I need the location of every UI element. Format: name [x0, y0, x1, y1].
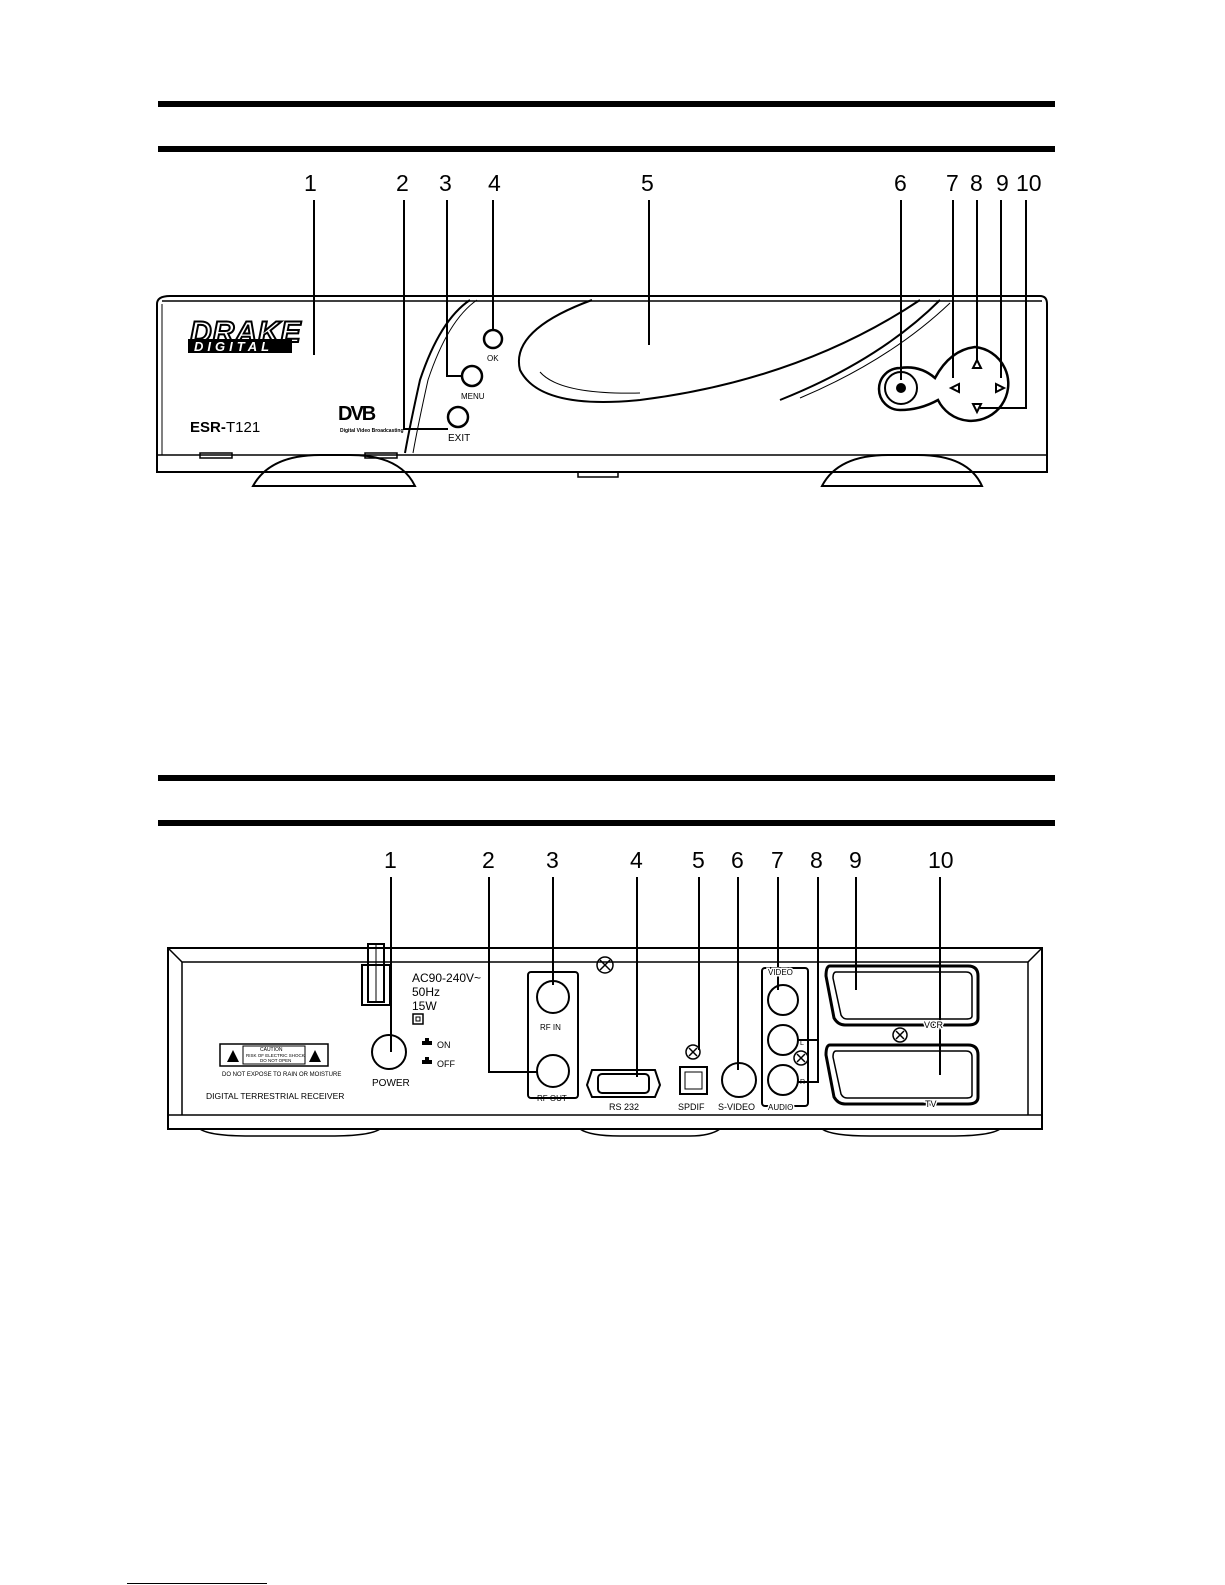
exit-label: EXIT — [448, 433, 470, 444]
nav-cluster-outline — [877, 345, 1010, 423]
rear-callout-4: 4 — [630, 847, 643, 873]
rear-callout-2: 2 — [482, 847, 495, 873]
arrow-left-icon[interactable] — [948, 382, 960, 394]
front-callout-6: 6 — [894, 170, 907, 196]
front-callout-1: 1 — [304, 170, 317, 196]
spdif-label: SPDIF — [678, 1102, 705, 1112]
rear-screw-spdif — [685, 1044, 701, 1060]
drake-digital-logo: DRAKE DIGITAL — [188, 315, 302, 354]
menu-label: MENU — [461, 392, 485, 401]
rear-section-rule-bottom — [158, 820, 1055, 826]
tv-label: TV — [925, 1099, 937, 1109]
power-spec-voltage: AC90-240V~ — [412, 971, 481, 985]
scart-tv-connector[interactable] — [824, 1043, 980, 1106]
power-button-icon — [896, 383, 906, 393]
front-left-panel-curve — [404, 299, 471, 454]
rear-section-rule-top — [158, 775, 1055, 781]
rf-out-connector[interactable] — [536, 1054, 570, 1088]
double-insulation-icon — [412, 1013, 424, 1025]
rear-screw-av — [793, 1050, 809, 1066]
display-window — [517, 299, 921, 403]
power-switch[interactable] — [371, 1034, 407, 1070]
front-foot-right — [820, 454, 984, 487]
rear-callout-10: 10 — [928, 847, 954, 873]
front-foot-left — [251, 454, 417, 487]
audio-label: AUDIO — [768, 1103, 793, 1112]
svg-text:DVB: DVB — [338, 403, 376, 425]
product-name: DIGITAL TERRESTRIAL RECEIVER — [206, 1091, 344, 1101]
rear-callout-3: 3 — [546, 847, 559, 873]
front-callout-3: 3 — [439, 170, 452, 196]
audio-r-connector[interactable] — [767, 1064, 799, 1096]
front-callout-4: 4 — [488, 170, 501, 196]
switch-on-label: ON — [437, 1040, 451, 1050]
svideo-connector[interactable] — [721, 1062, 757, 1098]
vcr-label: VCR — [924, 1020, 944, 1030]
rs232-connector[interactable] — [585, 1069, 662, 1098]
rear-callout-7: 7 — [771, 847, 784, 873]
audio-l-connector[interactable] — [767, 1024, 799, 1056]
arrow-up-icon[interactable] — [971, 357, 983, 369]
caution-label — [219, 1043, 329, 1067]
rf-in-label: RF IN — [540, 1023, 561, 1032]
rear-callout-5: 5 — [692, 847, 705, 873]
rs232-label: RS 232 — [609, 1102, 639, 1112]
rear-screw-scart — [892, 1027, 908, 1043]
audio-l-label: L — [800, 1040, 804, 1047]
front-callout-8: 8 — [970, 170, 983, 196]
spdif-connector[interactable] — [679, 1066, 708, 1095]
rear-screw-top — [596, 956, 614, 974]
rear-callout-8: 8 — [810, 847, 823, 873]
rain-warning: DO NOT EXPOSE TO RAIN OR MOISTURE — [222, 1072, 341, 1078]
front-callout-2: 2 — [396, 170, 409, 196]
rf-out-label: RF OUT — [537, 1094, 567, 1103]
exit-button[interactable] — [446, 405, 470, 429]
front-panel-body — [156, 295, 1048, 473]
brand-bottom: DIGITAL — [194, 339, 273, 354]
scart-vcr-connector[interactable] — [824, 964, 980, 1027]
caution-title: CAUTION — [260, 1047, 283, 1053]
power-button[interactable] — [884, 371, 918, 405]
audio-r-label: R — [800, 1079, 805, 1086]
model-prefix: ESR- — [190, 419, 226, 436]
caution-line2: DO NOT OPEN — [260, 1058, 291, 1063]
rear-callout-1: 1 — [384, 847, 397, 873]
power-spec-frequency: 50Hz — [412, 985, 440, 999]
front-section-rule-bottom — [158, 146, 1055, 152]
front-callout-9: 9 — [996, 170, 1009, 196]
video-connector[interactable] — [767, 984, 799, 1016]
front-callout-5: 5 — [641, 170, 654, 196]
power-spec-wattage: 15W — [412, 999, 437, 1013]
model-number: T121 — [226, 419, 260, 436]
arrow-down-icon[interactable] — [971, 403, 983, 415]
video-label: VIDEO — [768, 968, 793, 977]
front-section-rule-top — [158, 101, 1055, 107]
power-label: POWER — [372, 1078, 410, 1089]
caution-line1: RISK OF ELECTRIC SHOCK — [246, 1053, 305, 1058]
switch-off-label: OFF — [437, 1059, 455, 1069]
ok-label: OK — [487, 354, 499, 363]
front-callout-7: 7 — [946, 170, 959, 196]
menu-button[interactable] — [460, 364, 484, 388]
rear-panel-body — [167, 947, 1043, 1130]
front-callout-10: 10 — [1016, 170, 1042, 196]
footer-line — [127, 1583, 267, 1584]
arrow-right-icon[interactable] — [995, 382, 1007, 394]
rf-in-connector[interactable] — [536, 980, 570, 1014]
svideo-label: S-VIDEO — [718, 1102, 755, 1112]
rf-connector-panel — [527, 971, 579, 1099]
dvb-logo: DVB Digital Video Broadcasting — [338, 403, 404, 434]
svg-text:Digital Video Broadcasting: Digital Video Broadcasting — [340, 428, 404, 434]
rear-callout-9: 9 — [849, 847, 862, 873]
av-connector-panel — [761, 967, 809, 1107]
front-panel-diagram: DRAKE DIGITAL ESR- T121 DVB Digital Vide… — [156, 200, 1048, 487]
ok-button[interactable] — [482, 328, 504, 350]
rear-callout-6: 6 — [731, 847, 744, 873]
